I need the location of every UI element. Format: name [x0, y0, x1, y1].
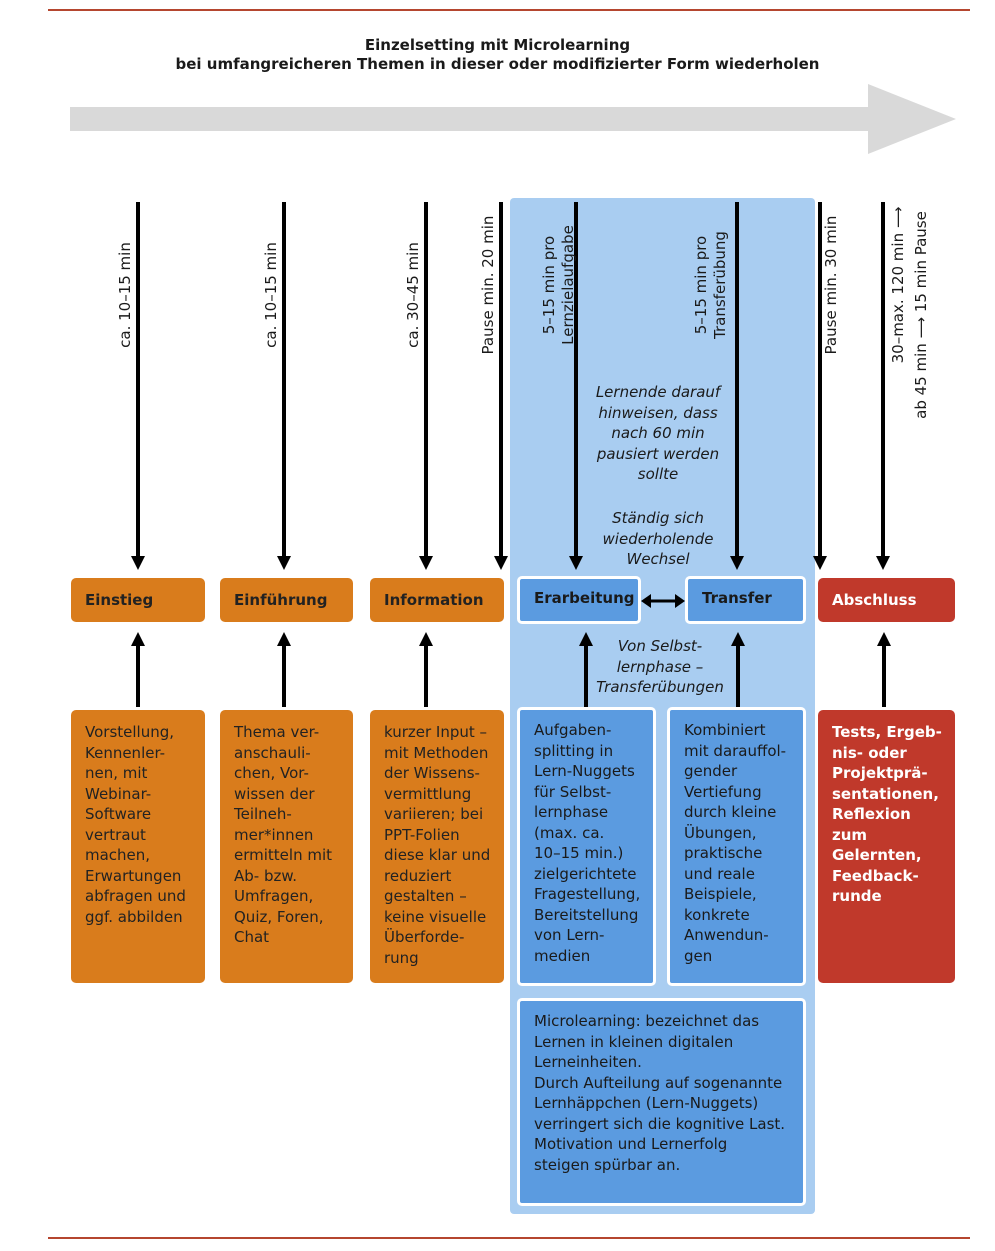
top-rule — [48, 9, 970, 11]
abschluss-arrow-up — [877, 632, 891, 646]
pause1-timeline — [499, 202, 503, 557]
card-erarbeitung: Aufgaben- splitting in Lern-Nuggets für … — [517, 707, 656, 986]
wechsel-note: Ständig sich wiederholende Wechsel — [602, 509, 714, 568]
transfer-arrow-up — [731, 632, 745, 646]
einstieg-duration: ca. 10–15 min — [116, 242, 134, 348]
transfer-arrow-down — [730, 556, 744, 570]
information-timeline — [424, 202, 428, 557]
pause1-arrow-down — [494, 556, 508, 570]
information-arrow-down — [419, 556, 433, 570]
card-einfuehrung: Thema ver- anschauli- chen, Vor- wissen … — [220, 710, 353, 983]
selbstlern-note: Von Selbst- lernphase – Transferübungen — [596, 637, 724, 696]
process-arrow — [70, 84, 956, 154]
pause-hint-note: Lernende darauf hinweisen, dass nach 60 … — [595, 383, 721, 483]
transfer-connector — [736, 645, 740, 707]
einstieg-arrow-up — [131, 632, 145, 646]
einstieg-arrow-down — [131, 556, 145, 570]
information-duration: ca. 30–45 min — [404, 242, 422, 348]
einstieg-timeline — [136, 202, 140, 557]
abschluss-duration-line2: ab 45 min ⟶ 15 min Pause — [912, 211, 930, 419]
bottom-rule — [48, 1237, 970, 1239]
erarbeitung-duration-line2: Lernzielaufgabe — [559, 225, 577, 345]
einfuehrung-timeline — [282, 202, 286, 557]
transfer-timeline — [735, 202, 739, 557]
einfuehrung-connector — [282, 645, 286, 707]
stage-information: Information — [370, 578, 504, 622]
abschluss-timeline — [881, 202, 885, 557]
erarbeitung-timeline — [574, 202, 578, 557]
einfuehrung-arrow-down — [277, 556, 291, 570]
stage-transfer: Transfer — [685, 576, 806, 624]
pause1-duration: Pause min. 20 min — [479, 215, 497, 355]
abschluss-duration-line1: 30–max. 120 min ⟶ — [889, 206, 907, 364]
stage-abschluss: Abschluss — [818, 578, 955, 622]
einfuehrung-arrow-up — [277, 632, 291, 646]
diagram-title: Einzelsetting mit Microlearning — [364, 36, 631, 54]
erarbeitung-connector — [584, 645, 588, 707]
stage-einfuehrung: Einführung — [220, 578, 353, 622]
information-arrow-up — [419, 632, 433, 646]
exchange-double-arrow — [641, 594, 685, 608]
pause2-duration: Pause min. 30 min — [822, 215, 840, 355]
erarbeitung-arrow-up — [579, 632, 593, 646]
information-connector — [424, 645, 428, 707]
card-einstieg: Vorstellung, Kennenler- nen, mit Webinar… — [71, 710, 205, 983]
card-microlearning: Microlearning: bezeichnet das Lernen in … — [517, 998, 806, 1206]
diagram-subtitle: bei umfangreicheren Themen in dieser ode… — [175, 55, 820, 73]
pause2-arrow-down — [813, 556, 827, 570]
card-transfer: Kombiniert mit darauffol- gender Vertief… — [667, 707, 806, 986]
einstieg-connector — [136, 645, 140, 707]
stage-einstieg: Einstieg — [71, 578, 205, 622]
abschluss-connector — [882, 645, 886, 707]
erarbeitung-duration-line1: 5–15 min pro — [540, 235, 558, 335]
transfer-duration-line2: Transferübung — [711, 231, 729, 339]
einfuehrung-duration: ca. 10–15 min — [262, 242, 280, 348]
pause2-timeline — [818, 202, 822, 557]
erarbeitung-arrow-down — [569, 556, 583, 570]
card-information: kurzer Input – mit Methoden der Wissens-… — [370, 710, 504, 983]
transfer-duration-line1: 5–15 min pro — [692, 235, 710, 335]
abschluss-arrow-down — [876, 556, 890, 570]
card-abschluss: Tests, Ergeb- nis- oder Projektprä- sent… — [818, 710, 955, 983]
stage-erarbeitung: Erarbeitung — [517, 576, 641, 624]
